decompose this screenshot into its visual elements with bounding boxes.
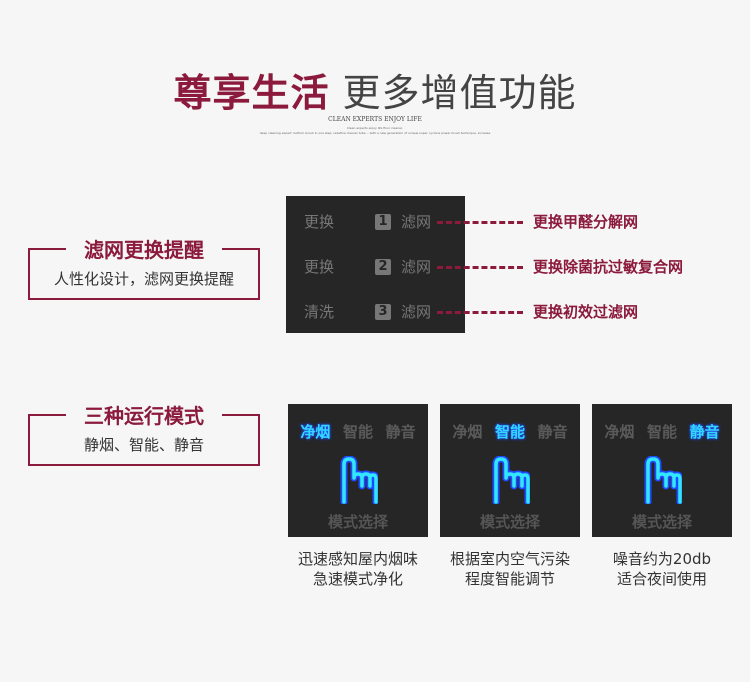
caption-line: 适合夜间使用 <box>616 570 707 588</box>
dashed-connector <box>437 311 523 314</box>
filter-action: 更换 <box>304 213 335 231</box>
hand-pointer-icon <box>492 456 530 504</box>
mode-tab[interactable]: 智能 <box>646 423 677 441</box>
mode-tab[interactable]: 静音 <box>385 423 416 441</box>
caption-line: 程度智能调节 <box>464 570 555 588</box>
title-accent: 尊享生活 <box>173 71 330 115</box>
tagline: Clean experts enjoy life floor cleaner, <box>346 126 404 130</box>
mode-select-label: 模式选择 <box>327 513 388 531</box>
mode-panel: 净烟智能静音 模式选择 <box>440 404 580 537</box>
hand-pointer-icon <box>644 456 682 504</box>
filter-row: 更换 2 滤网 <box>304 256 431 277</box>
mode-caption: 噪音约为20db 适合夜间使用 <box>587 549 737 589</box>
section-desc: 人性化设计，滤网更换提醒 <box>53 270 234 288</box>
filter-item: 滤网 <box>401 303 432 321</box>
filter-action: 更换 <box>304 258 335 276</box>
mode-caption: 根据室内空气污染 程度智能调节 <box>435 549 585 589</box>
caption-line: 急速模式净化 <box>312 570 403 588</box>
title-rest: 更多增值功能 <box>329 71 577 115</box>
filter-number-badge: 1 <box>375 213 392 230</box>
mode-tab[interactable]: 净烟 <box>452 423 483 441</box>
mode-select-label: 模式选择 <box>479 513 540 531</box>
mode-caption: 迅速感知屋内烟味 急速模式净化 <box>283 549 433 589</box>
dashed-connector <box>437 221 523 224</box>
filter-action: 清洗 <box>304 303 335 321</box>
filter-section-box: 滤网更换提醒 人性化设计，滤网更换提醒 <box>28 238 260 300</box>
filter-item: 滤网 <box>401 213 432 231</box>
mode-tab[interactable]: 净烟 <box>604 423 635 441</box>
caption-line: 迅速感知屋内烟味 <box>297 550 418 568</box>
filter-label: 更换甲醛分解网 <box>533 213 639 231</box>
tagline: deep cleaning expert: bottom brush in on… <box>259 131 491 135</box>
mode-select-label: 模式选择 <box>631 513 692 531</box>
mode-tab[interactable]: 净烟 <box>300 423 331 441</box>
mode-tab[interactable]: 静音 <box>689 423 720 441</box>
section-title: 滤网更换提醒 <box>84 238 204 262</box>
page-title: 尊享生活 更多增值功能 <box>0 62 750 117</box>
filter-number-badge: 2 <box>375 258 392 275</box>
mode-tabs: 净烟智能静音 <box>440 421 580 442</box>
filter-label: 更换初效过滤网 <box>533 303 639 321</box>
section-desc: 静烟、智能、静音 <box>83 436 204 454</box>
caption-line: 噪音约为20db <box>612 550 712 568</box>
caption-line: 根据室内空气污染 <box>449 550 570 568</box>
hand-pointer-icon <box>340 456 378 504</box>
filter-label: 更换除菌抗过敏复合网 <box>533 258 684 276</box>
filter-number-badge: 3 <box>375 303 392 320</box>
subtitle: CLEAN EXPERTS ENJOY LIFE <box>328 116 422 123</box>
dashed-connector <box>437 266 523 269</box>
mode-section-box: 三种运行模式 静烟、智能、静音 <box>28 404 260 466</box>
mode-panel: 净烟智能静音 模式选择 <box>592 404 732 537</box>
mode-tab[interactable]: 智能 <box>342 423 373 441</box>
mode-tab[interactable]: 静音 <box>537 423 568 441</box>
mode-tabs: 净烟智能静音 <box>592 421 732 442</box>
mode-tab[interactable]: 智能 <box>494 423 525 441</box>
mode-tabs: 净烟智能静音 <box>288 421 428 442</box>
section-title: 三种运行模式 <box>84 404 204 428</box>
filter-row: 更换 1 滤网 <box>304 211 431 232</box>
filter-item: 滤网 <box>401 258 432 276</box>
mode-panel: 净烟智能静音 模式选择 <box>288 404 428 537</box>
filter-row: 清洗 3 滤网 <box>304 301 431 322</box>
